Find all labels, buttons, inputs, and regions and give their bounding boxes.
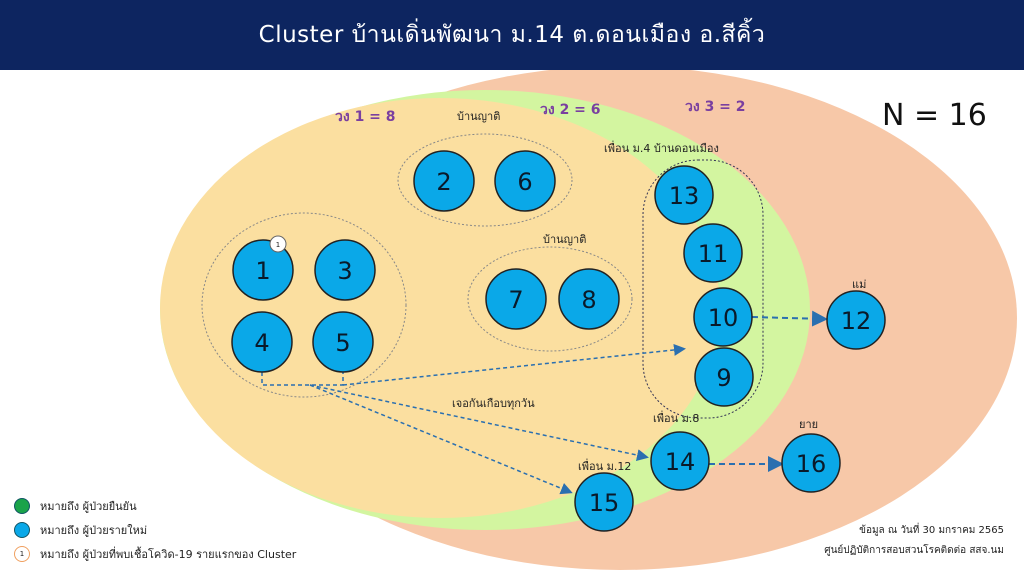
node-2: 2 bbox=[413, 150, 475, 212]
arrow-10-to-12 bbox=[751, 310, 828, 327]
index-badge-icon: 1 bbox=[14, 546, 30, 562]
group-outline-friends bbox=[642, 159, 764, 419]
node-7: 7 bbox=[485, 268, 547, 330]
arrow-to-15 bbox=[309, 384, 573, 495]
svg-text:3: 3 bbox=[337, 257, 352, 285]
index-case-badge: 1 bbox=[269, 235, 287, 253]
node-3: 3 bbox=[314, 239, 376, 301]
ring-2-label: วง 2 = 6 bbox=[540, 102, 601, 118]
footnote-source: ศูนย์ปฏิบัติการสอบสวนโรคติดต่อ สสจ.นม bbox=[824, 545, 1004, 556]
svg-text:1: 1 bbox=[276, 241, 280, 249]
svg-text:5: 5 bbox=[335, 329, 350, 357]
group-outline-2-6 bbox=[397, 133, 573, 227]
svg-text:11: 11 bbox=[698, 240, 729, 268]
legend-index-case: 1 หมายถึง ผู้ป่วยที่พบเชื้อโควิด-19 รายแ… bbox=[14, 545, 296, 563]
svg-text:7: 7 bbox=[508, 286, 523, 314]
label-relatives-a: บ้านญาติ bbox=[457, 110, 500, 123]
legend-new-case: หมายถึง ผู้ป่วยรายใหม่ bbox=[14, 521, 147, 539]
arrow-to-10 bbox=[342, 343, 686, 386]
label-meet-daily: เจอกันเกือบทุกวัน bbox=[452, 397, 535, 410]
arrow-to-14 bbox=[309, 384, 649, 461]
node-5: 5 bbox=[312, 311, 374, 373]
footnote: ข้อมูล ณ วันที่ 30 มกราคม 2565 ศูนย์ปฏิบ… bbox=[824, 521, 1004, 561]
svg-text:6: 6 bbox=[517, 168, 532, 196]
legend-confirmed-text: หมายถึง ผู้ป่วยยืนยัน bbox=[40, 500, 137, 513]
header-title: Cluster บ้านเดิ่นพัฒนา ม.14 ต.ดอนเมือง อ… bbox=[0, 0, 1024, 70]
node-6: 6 bbox=[494, 150, 556, 212]
ring-1-label: วง 1 = 8 bbox=[335, 109, 396, 125]
svg-text:1: 1 bbox=[255, 257, 270, 285]
svg-text:9: 9 bbox=[716, 364, 731, 392]
legend-confirmed: หมายถึง ผู้ป่วยยืนยัน bbox=[14, 497, 137, 515]
legend-new-case-text: หมายถึง ผู้ป่วยรายใหม่ bbox=[40, 524, 148, 537]
label-mother: แม่ bbox=[852, 278, 866, 291]
legend-index-case-text: หมายถึง ผู้ป่วยที่พบเชื้อโควิด-19 รายแรก… bbox=[40, 548, 297, 561]
green-dot-icon bbox=[14, 498, 30, 514]
ring-3-label: วง 3 = 2 bbox=[685, 99, 746, 115]
svg-text:16: 16 bbox=[796, 450, 827, 478]
total-count: N = 16 bbox=[882, 98, 987, 133]
link-4-5 bbox=[261, 372, 344, 386]
label-grandma: ยาย bbox=[799, 418, 818, 431]
label-friend-m8: เพื่อน ม.8 bbox=[653, 410, 699, 425]
svg-text:13: 13 bbox=[669, 182, 700, 210]
node-1: 1 bbox=[232, 239, 294, 301]
node-15: 15 bbox=[574, 472, 634, 532]
svg-text:14: 14 bbox=[665, 448, 696, 476]
footnote-date: ข้อมูล ณ วันที่ 30 มกราคม 2565 bbox=[859, 525, 1004, 536]
node-12: 12 bbox=[826, 290, 886, 350]
group-outline-7-8 bbox=[467, 246, 633, 352]
cluster-diagram: วง 1 = 8 วง 2 = 6 วง 3 = 2 N = 16 บ้านญา… bbox=[160, 70, 1017, 570]
node-16: 16 bbox=[781, 433, 841, 493]
svg-text:15: 15 bbox=[589, 489, 620, 517]
node-9: 9 bbox=[694, 347, 754, 407]
label-relatives-b: บ้านญาติ bbox=[543, 233, 586, 246]
node-8: 8 bbox=[558, 268, 620, 330]
svg-text:10: 10 bbox=[708, 304, 739, 332]
svg-text:8: 8 bbox=[581, 286, 596, 314]
node-13: 13 bbox=[654, 165, 714, 225]
label-friend-m12: เพื่อน ม.12 bbox=[578, 458, 631, 473]
ring-1 bbox=[160, 98, 720, 518]
svg-text:12: 12 bbox=[841, 307, 872, 335]
node-4: 4 bbox=[231, 311, 293, 373]
blue-dot-icon bbox=[14, 522, 30, 538]
node-14: 14 bbox=[650, 431, 710, 491]
node-10: 10 bbox=[693, 287, 753, 347]
svg-text:2: 2 bbox=[436, 168, 451, 196]
node-11: 11 bbox=[683, 223, 743, 283]
svg-text:4: 4 bbox=[254, 329, 269, 357]
label-friends-m4: เพื่อน ม.4 บ้านดอนเมือง bbox=[604, 140, 719, 155]
group-outline-1-5 bbox=[201, 212, 407, 398]
